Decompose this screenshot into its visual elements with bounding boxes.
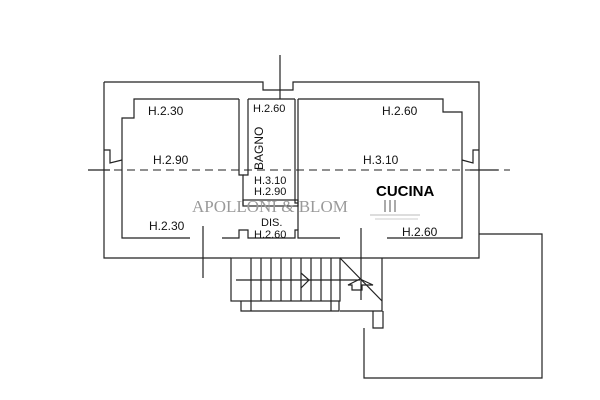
watermark-text: APOLLONI & BLOM <box>192 197 348 216</box>
corridor-height-label: H.2.60 <box>254 229 286 241</box>
watermark-logo: APOLLONI & BLOM <box>192 197 420 220</box>
right-room-wall <box>298 98 463 239</box>
bathroom <box>243 99 249 176</box>
kitchen-label: CUCINA <box>376 183 434 200</box>
window-left <box>104 149 123 164</box>
window-right <box>461 149 479 164</box>
outer-wall-left <box>103 82 231 259</box>
left-room <box>121 98 239 239</box>
bathroom-label: BAGNO <box>252 127 266 170</box>
room-height-label: H.2.90 <box>153 153 189 167</box>
room-height-label: H.2.30 <box>148 104 184 118</box>
left-room-right-wall <box>238 99 244 205</box>
outer-wall <box>104 81 480 259</box>
corridor-height-label: H.2.90 <box>254 186 286 198</box>
staircase <box>230 257 384 329</box>
room-height-label: H.3.10 <box>363 153 399 167</box>
bathroom-right <box>294 99 298 204</box>
corridor-height-label: H.3.10 <box>254 175 286 187</box>
room-height-label: H.2.60 <box>382 104 418 118</box>
terrace-outline <box>363 233 543 379</box>
room-height-label: H.2.30 <box>149 219 185 233</box>
room-height-label: H.2.60 <box>402 225 438 239</box>
corridor <box>222 229 340 239</box>
corridor-label: DIS. <box>261 217 282 229</box>
bathroom-height-label: H.2.60 <box>253 103 285 115</box>
